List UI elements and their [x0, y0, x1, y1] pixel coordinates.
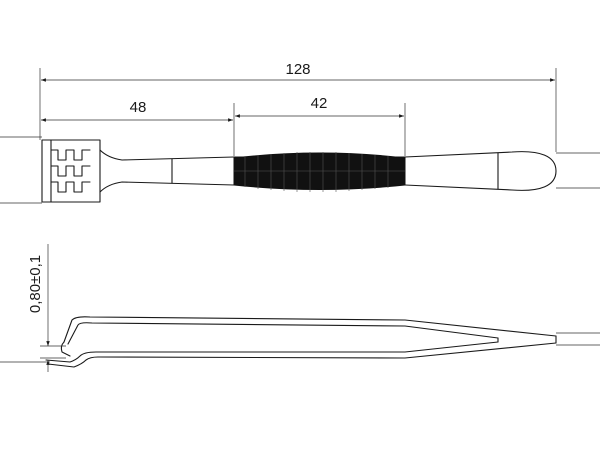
serrated-tip: [41, 139, 101, 203]
lower-blade: [45, 341, 557, 368]
tip-to-grip-label: 48: [130, 99, 147, 116]
dimension-tip-to-grip: 48: [41, 99, 235, 156]
dimension-tip-thickness: 0,80±0,1: [27, 244, 66, 372]
overall-length-label: 128: [285, 61, 310, 78]
grip-section: [233, 152, 406, 192]
grip-length-label: 42: [311, 95, 328, 112]
tweezers-side-view: 0,80±0,1: [0, 244, 600, 372]
dimension-overall-length: 128: [39, 61, 557, 152]
upper-blade: [63, 316, 557, 345]
dimension-grip-length: 42: [235, 95, 406, 156]
tweezers-top-view: [0, 136, 600, 204]
tip-thickness-label: 0,80±0,1: [27, 255, 44, 313]
